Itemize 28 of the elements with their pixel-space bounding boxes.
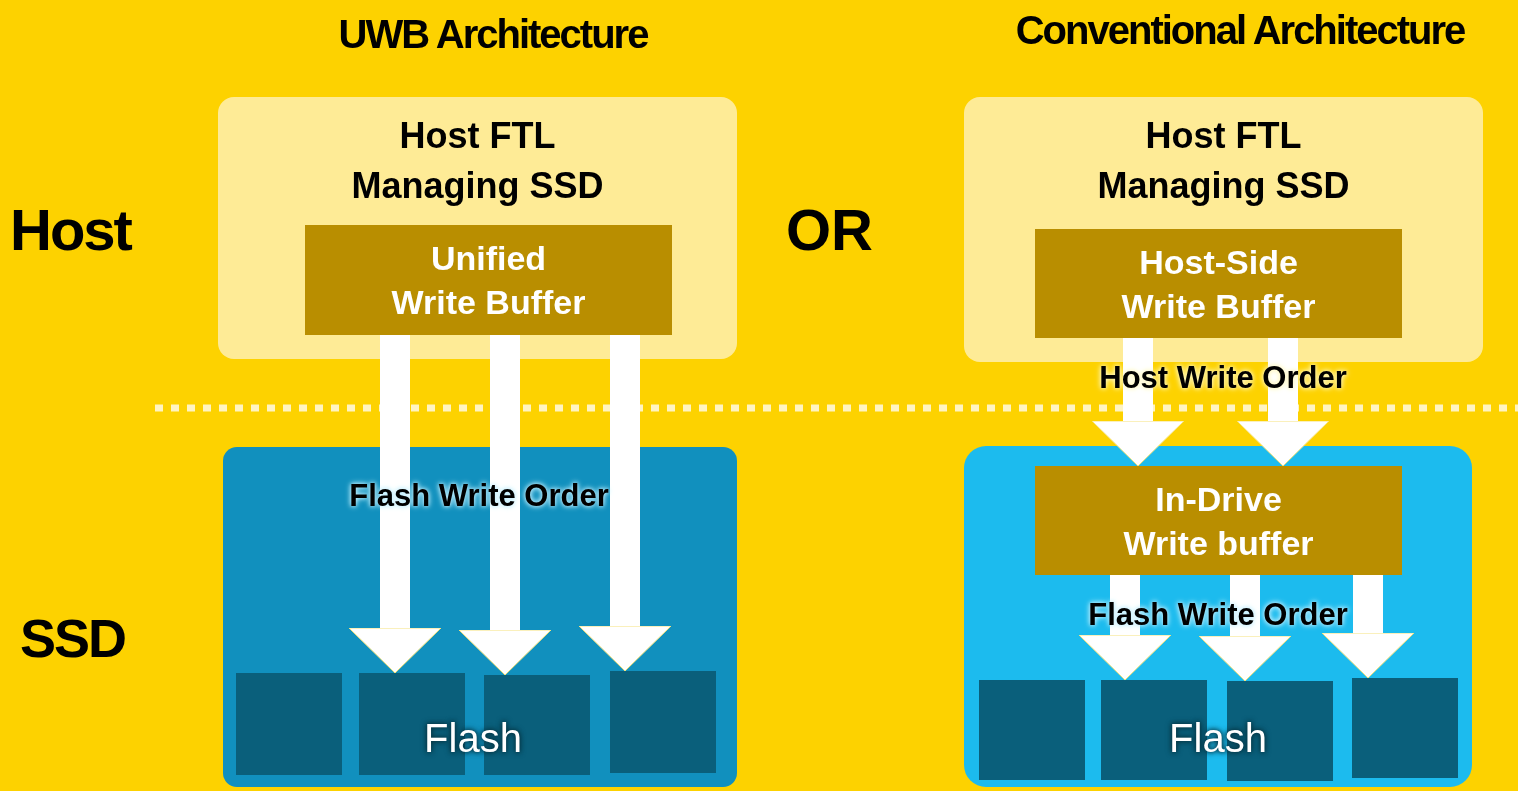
node-text: Host FTL Managing SSD (350, 114, 605, 208)
ssd-box (964, 446, 1472, 787)
node-text: Host FTL Managing SSD (1096, 114, 1351, 208)
block-arrow (458, 335, 552, 676)
host-box (964, 97, 1483, 362)
flash-block (1352, 678, 1458, 778)
flash-block (610, 671, 716, 773)
block-arrow (1321, 575, 1415, 679)
flash-block (236, 673, 342, 775)
or-label: OR (786, 196, 874, 264)
layer-label: SSD (20, 607, 127, 670)
section-title: UWB Architecture (337, 11, 649, 58)
write-buffer-box (1035, 229, 1402, 338)
node-text: Host-Side Write Buffer (1120, 241, 1317, 327)
block-arrow (1091, 338, 1185, 467)
write-buffer-box (305, 225, 672, 335)
block-arrow (578, 335, 672, 672)
write-buffer-box (1035, 466, 1402, 575)
flash-label: Flash (423, 715, 523, 762)
flash-label: Flash (1168, 715, 1268, 762)
node-text: In-Drive Write buffer (1122, 478, 1315, 564)
host-box (218, 97, 737, 359)
flash-block (979, 680, 1085, 780)
section-title: Conventional Architecture (1014, 7, 1466, 54)
block-arrow (1198, 575, 1292, 682)
block-arrow (1236, 338, 1330, 467)
layer-label: Host (10, 196, 133, 264)
node-text: Unified Write Buffer (390, 238, 587, 323)
